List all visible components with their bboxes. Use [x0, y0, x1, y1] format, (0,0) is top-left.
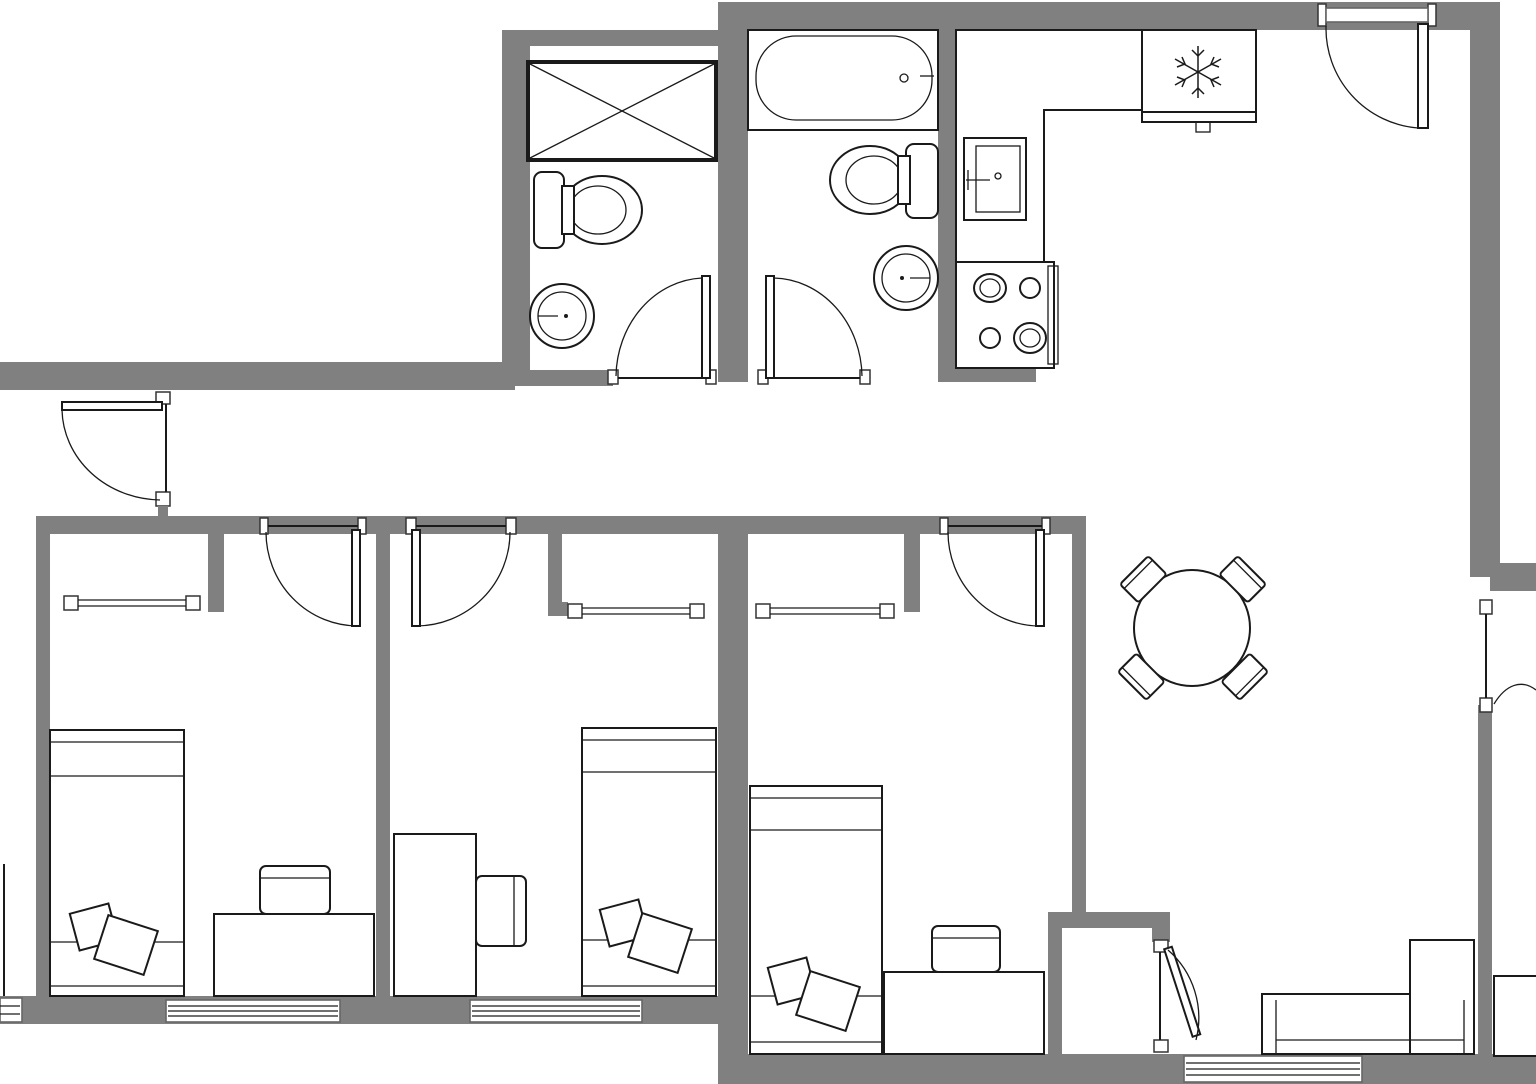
wall-top-bath1	[502, 30, 734, 46]
wall-bath-divider	[718, 2, 748, 382]
snowflake-icon	[1174, 46, 1222, 98]
closet-rod-bed3	[755, 603, 895, 619]
toilet-1	[533, 171, 643, 249]
desk-3	[883, 925, 1045, 1055]
door-bedroom-2	[405, 517, 517, 627]
bedroom-1	[49, 729, 375, 997]
wall-hall-north	[0, 362, 515, 390]
bathtub	[747, 29, 939, 131]
shower-stall	[526, 60, 718, 162]
door-right	[1479, 599, 1536, 713]
wall-closet-bot-2	[548, 602, 568, 616]
kitchen	[955, 29, 1257, 369]
window-bed1	[165, 999, 341, 1023]
chair-2	[1219, 556, 1266, 603]
windows	[0, 997, 1363, 1083]
wall-storage-east	[1152, 912, 1170, 942]
closet-rod-bed1	[63, 595, 201, 611]
door-hall-left	[61, 391, 171, 520]
doors	[61, 3, 1536, 1053]
wall-storage-north	[1048, 912, 1170, 928]
wall-closet3-east	[904, 530, 920, 612]
door-bathroom-shower	[607, 275, 717, 385]
wall-closet2-west	[548, 530, 562, 612]
wall-bath1-south	[515, 370, 613, 386]
sink-2	[873, 245, 939, 311]
stove	[955, 261, 1059, 369]
wall-bedrooms-north	[36, 516, 1086, 534]
door-bathroom-tub	[757, 275, 871, 385]
wall-right-upper	[1470, 2, 1500, 577]
wall-bed3-south	[718, 1054, 1536, 1084]
desk-1	[213, 865, 375, 997]
bathroom-shower	[526, 60, 718, 349]
bed-1	[49, 729, 185, 997]
door-entry	[1317, 3, 1437, 129]
wall-bath2-east	[938, 20, 956, 380]
closet-rod-bed2	[567, 603, 705, 619]
toilet-2	[829, 143, 939, 219]
wall-bed12-divider	[376, 516, 390, 1002]
wall-right-stub	[1490, 563, 1536, 591]
bedroom-3	[749, 785, 1045, 1055]
door-bedroom-1	[259, 517, 367, 627]
window-living	[1183, 1055, 1363, 1083]
closet-rods	[63, 595, 895, 619]
wall-bed23-divider	[718, 516, 748, 1084]
chair-4	[1221, 653, 1268, 700]
desk-2	[393, 833, 527, 997]
wall-right-lower	[1478, 705, 1492, 1084]
refrigerator	[1141, 29, 1257, 133]
door-storage	[1153, 939, 1202, 1053]
cabinet-right-edge	[1493, 975, 1536, 1057]
wall-kitchen-south	[938, 368, 1036, 382]
window-bed2	[469, 999, 643, 1023]
sofa	[1261, 939, 1475, 1055]
dining-table	[1118, 556, 1268, 700]
bed-3	[749, 785, 883, 1055]
wall-bath1-west	[502, 30, 530, 380]
kitchen-sink	[963, 137, 1027, 221]
wall-bed3-east	[1072, 516, 1086, 916]
chair-3	[1118, 653, 1165, 700]
door-bedroom-3	[939, 517, 1051, 627]
wall-closet1-east	[208, 530, 224, 612]
bedroom-2	[393, 727, 717, 997]
wall-bed1-west	[36, 516, 50, 1002]
bathroom-tub	[747, 29, 939, 311]
window-left-edge	[0, 997, 23, 1023]
chair-1	[1120, 556, 1167, 603]
wall-storage-west	[1048, 912, 1062, 1084]
bed-2	[581, 727, 717, 997]
sink-1	[529, 283, 595, 349]
